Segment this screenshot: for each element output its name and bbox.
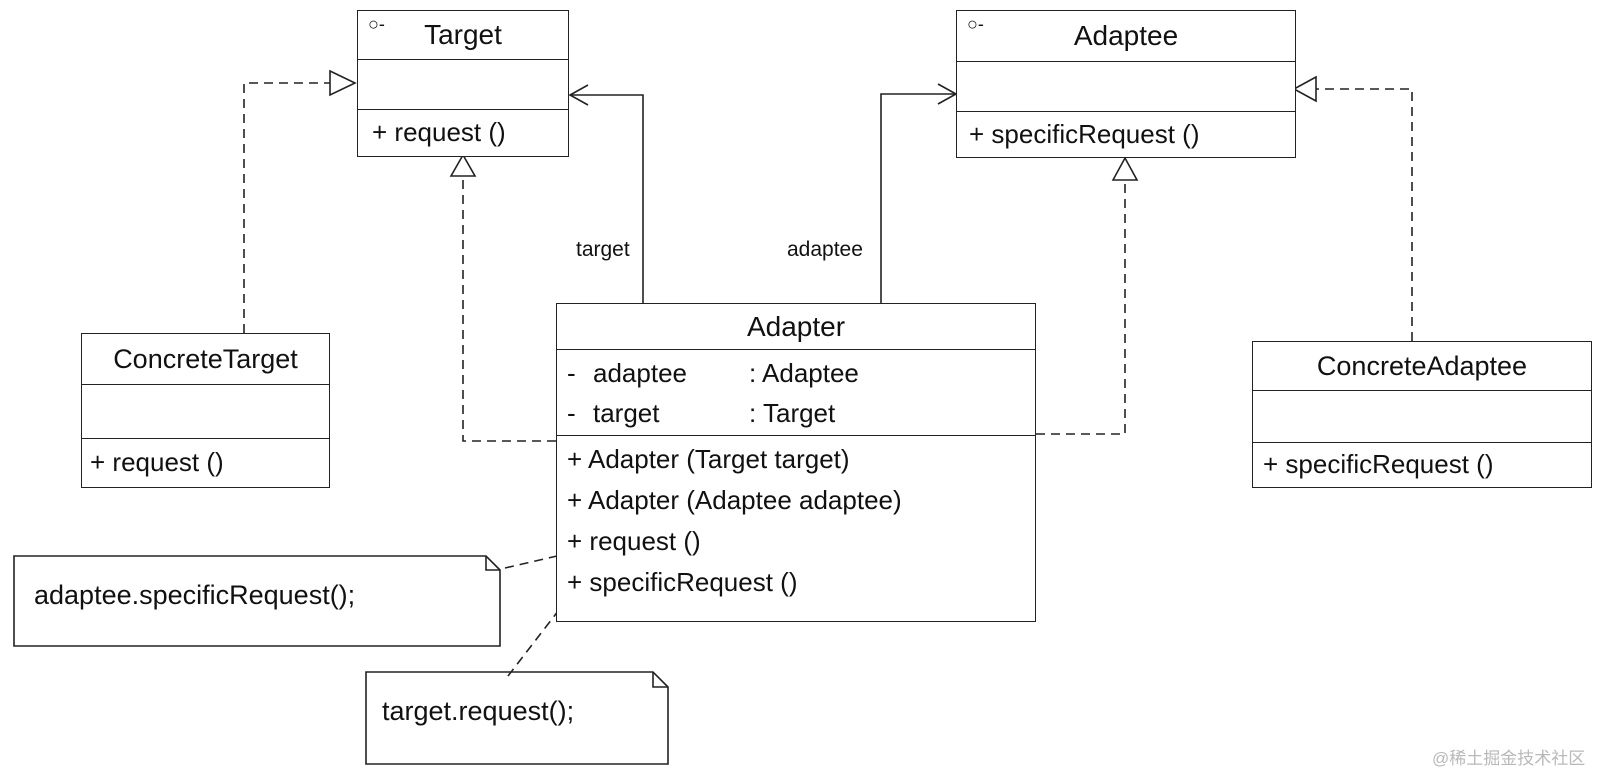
operations-compartment: + request () [82, 438, 329, 486]
watermark: @稀土掘金技术社区 [1432, 749, 1586, 768]
adapter-class[interactable]: Adapter -adaptee : Adaptee -target : Targe… [556, 303, 1036, 622]
operations-compartment: + request () [358, 109, 568, 156]
association-label-adaptee: adaptee [787, 238, 863, 261]
operation-row: + specificRequest () [567, 567, 798, 597]
operations-compartment: + specificRequest () [957, 111, 1295, 157]
note-outline-adaptee-call [13, 555, 501, 647]
adapter-name-compartment: Adapter [557, 304, 1035, 349]
concrete-adaptee-class[interactable]: ConcreteAdaptee + specificRequest () [1252, 341, 1592, 488]
operations-compartment: + Adapter (Target target) + Adapter (Ada… [557, 435, 1035, 620]
class-name: Adapter [746, 311, 846, 342]
note-outline-target-call [365, 671, 669, 765]
note-anchor-adaptee-call [504, 552, 571, 569]
attribute-type: : Adaptee [749, 358, 859, 388]
realization-arrowhead [1111, 156, 1139, 181]
note-adaptee-call: adaptee.specificRequest(); [14, 556, 500, 646]
adaptee-name-compartment: ○‐ Adaptee [957, 11, 1295, 61]
attribute-type: : Target [749, 398, 836, 428]
note-fold [652, 672, 668, 688]
operation-row: + Adapter (Adaptee adaptee) [567, 485, 902, 515]
realization-arrowhead [1292, 75, 1317, 103]
class-name: ConcreteTarget [113, 344, 298, 374]
attribute-row: -adaptee : Adaptee [567, 353, 1035, 393]
realization-arrowhead [449, 153, 477, 177]
operation-row: + specificRequest () [1263, 449, 1494, 479]
concrete-adaptee-name-compartment: ConcreteAdaptee [1253, 342, 1591, 390]
class-name: ConcreteAdaptee [1316, 351, 1528, 381]
attribute-name: target [593, 398, 660, 428]
attribute-row: -target : Target [567, 393, 1035, 433]
adaptee-class[interactable]: ○‐ Adaptee + specificRequest () [956, 10, 1296, 158]
adapter-target-realization [462, 176, 556, 442]
note-text: adaptee.specificRequest(); [34, 580, 356, 610]
concrete-target-class[interactable]: ConcreteTarget + request () [81, 333, 330, 488]
attributes-compartment [957, 61, 1295, 111]
target-name-compartment: ○‐ Target [358, 11, 568, 59]
attributes-compartment [358, 59, 568, 109]
concrete-target-realization [243, 82, 330, 333]
attributes-compartment [1253, 390, 1591, 442]
visibility-marker: - [567, 398, 576, 428]
concrete-target-name-compartment: ConcreteTarget [82, 334, 329, 384]
operation-row: + request () [372, 117, 506, 147]
operation-row: + specificRequest () [969, 119, 1200, 149]
operation-row: + Adapter (Target target) [567, 444, 850, 474]
class-name: Target [424, 19, 502, 50]
realization-arrowhead [329, 69, 357, 97]
attribute-name: adaptee [593, 358, 687, 388]
operation-row: + request () [567, 526, 701, 556]
operation-row: + request () [90, 447, 224, 477]
visibility-marker: - [567, 358, 576, 388]
interface-circle-icon: ○‐ [368, 14, 385, 34]
adapter-adaptee-association [880, 93, 956, 303]
note-anchor-target-call [507, 605, 563, 677]
operations-compartment: + specificRequest () [1253, 442, 1591, 486]
target-class[interactable]: ○‐ Target + request () [357, 10, 569, 157]
adapter-adaptee-realization [1036, 180, 1126, 435]
adapter-target-association [570, 94, 644, 303]
attributes-compartment: -adaptee : Adaptee -target : Target [557, 349, 1035, 435]
interface-circle-icon: ○‐ [967, 14, 984, 34]
association-label-target: target [576, 238, 630, 261]
note-fold [485, 556, 500, 571]
open-arrowhead [568, 84, 589, 106]
concrete-adaptee-realization [1316, 88, 1413, 341]
class-name: Adaptee [1073, 20, 1179, 51]
attributes-compartment [82, 384, 329, 438]
note-target-call: target.request(); [366, 672, 668, 764]
note-text: target.request(); [382, 696, 575, 726]
